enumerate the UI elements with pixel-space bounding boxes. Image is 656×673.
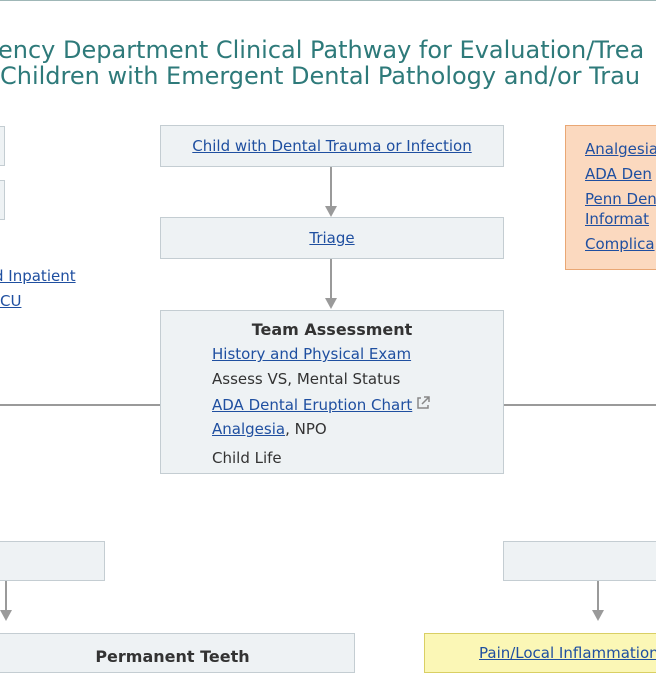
connector-right-branch bbox=[504, 404, 656, 406]
analgesia-link[interactable]: Analgesia bbox=[212, 420, 286, 438]
connector-triage-assessment bbox=[330, 259, 332, 299]
connector-start-triage bbox=[330, 167, 332, 207]
permanent-teeth-node: Permanent Teeth bbox=[0, 633, 355, 673]
dental-trauma-infection-link[interactable]: Child with Dental Trauma or Infection bbox=[192, 137, 472, 155]
history-physical-link[interactable]: History and Physical Exam bbox=[212, 345, 412, 363]
arrow-down-icon bbox=[592, 610, 604, 621]
team-assessment-node: Team Assessment History and Physical Exa… bbox=[160, 310, 504, 474]
pain-inflammation-link[interactable]: Pain/Local Inflammation bbox=[479, 644, 656, 662]
external-link-icon[interactable] bbox=[415, 395, 431, 415]
child-life-text: Child Life bbox=[212, 449, 282, 467]
arrow-down-icon bbox=[325, 298, 337, 309]
triage-link[interactable]: Triage bbox=[309, 229, 355, 247]
eruption-chart-row: ADA Dental Eruption Chart bbox=[212, 395, 431, 415]
ada-dental-resource-link[interactable]: ADA Den bbox=[585, 165, 652, 183]
page-title-line-2: Children with Emergent Dental Pathology … bbox=[0, 62, 641, 90]
connector-left-branch bbox=[0, 404, 160, 406]
npo-text: , NPO bbox=[285, 420, 327, 438]
left-box-top bbox=[0, 126, 5, 166]
pain-inflammation-node: Pain/Local Inflammation bbox=[424, 633, 656, 673]
arrow-down-icon bbox=[0, 610, 12, 621]
analgesia-row: Analgesia, NPO bbox=[212, 420, 327, 438]
permanent-teeth-label: Permanent Teeth bbox=[95, 647, 250, 666]
complications-resource-link[interactable]: Complica bbox=[585, 235, 655, 253]
start-node: Child with Dental Trauma or Infection bbox=[160, 125, 504, 167]
eruption-chart-link[interactable]: ADA Dental Eruption Chart bbox=[212, 396, 413, 414]
team-assessment-heading: Team Assessment bbox=[251, 320, 413, 339]
page-title-line-1: ency Department Clinical Pathway for Eva… bbox=[0, 36, 645, 64]
left-branch-node bbox=[0, 541, 105, 581]
inpatient-link[interactable]: d Inpatient bbox=[0, 267, 76, 285]
penn-dental-resource-link[interactable]: Penn Den bbox=[585, 190, 656, 208]
arrow-down-icon bbox=[325, 206, 337, 217]
top-border bbox=[0, 0, 656, 1]
connector-left-down bbox=[5, 581, 7, 611]
penn-dental-info-link[interactable]: Informat bbox=[585, 210, 649, 228]
left-box-middle bbox=[0, 180, 5, 220]
connector-right-down bbox=[597, 581, 599, 611]
picu-link[interactable]: CU bbox=[0, 292, 22, 310]
vitals-text: Assess VS, Mental Status bbox=[212, 370, 401, 388]
right-branch-node bbox=[503, 541, 656, 581]
resources-box: Analgesia ADA Den Penn Den Informat Comp… bbox=[565, 125, 656, 270]
triage-node: Triage bbox=[160, 217, 504, 259]
analgesia-resource-link[interactable]: Analgesia bbox=[585, 140, 656, 158]
